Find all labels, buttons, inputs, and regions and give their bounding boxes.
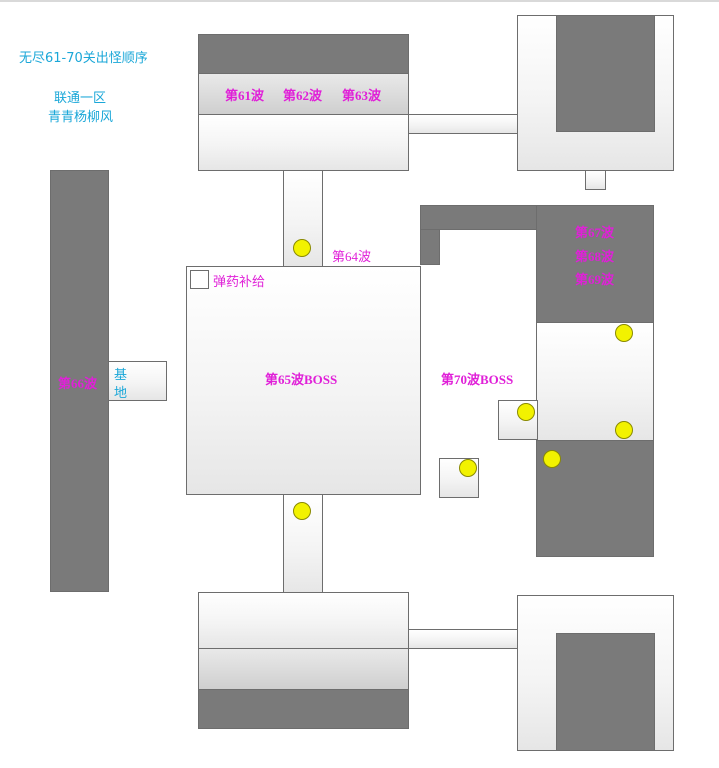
- bottom-building-band: [198, 648, 409, 690]
- spawn-marker-east-2: [615, 421, 633, 439]
- spawn-marker-center-small: [459, 459, 477, 477]
- wave-69-label: 第69波: [575, 272, 615, 287]
- wave-64-label: 第64波: [332, 249, 372, 264]
- east-upper-post: [420, 229, 440, 265]
- base-block: [108, 361, 167, 401]
- spawn-marker-north: [293, 239, 311, 257]
- east-upper-beam: [420, 205, 538, 230]
- wave-62-label: 第62波: [283, 88, 323, 103]
- wave-68-label: 第68波: [575, 249, 615, 264]
- wave-67-label: 第67波: [575, 225, 615, 240]
- server-name: 联通一区: [54, 91, 107, 106]
- bottom-building-base: [198, 592, 409, 649]
- wave-66-label: 第66波: [58, 376, 98, 391]
- author-name: 青青杨柳风: [48, 110, 114, 125]
- wave-63-label: 第63波: [342, 88, 382, 103]
- wave-65-boss-label: 第65波BOSS: [265, 372, 338, 387]
- base-label-line2: 地: [114, 386, 128, 401]
- bottom-building-roof: [198, 689, 409, 729]
- top-building-base: [198, 114, 409, 171]
- ammo-supply-label: 弹药补给: [213, 275, 266, 290]
- east-tower-middle: [536, 322, 654, 441]
- base-label-line1: 基: [114, 368, 128, 383]
- spawn-marker-south: [293, 502, 311, 520]
- top-building-roof: [198, 34, 409, 74]
- map-title: 无尽61-70关出怪顺序: [19, 51, 148, 66]
- wave-61-label: 第61波: [225, 88, 265, 103]
- east-tower-top: [536, 205, 654, 324]
- top-right-corridor: [408, 114, 519, 134]
- top-border: [0, 0, 719, 2]
- top-right-stub: [585, 170, 606, 190]
- top-right-building-core: [556, 15, 655, 132]
- wave-70-boss-label: 第70波BOSS: [441, 372, 514, 387]
- bottom-right-corridor: [408, 629, 519, 649]
- top-building-band: [198, 73, 409, 115]
- ammo-supply-icon: [190, 270, 209, 289]
- spawn-marker-east-3: [543, 450, 561, 468]
- bottom-right-building-core: [556, 633, 655, 751]
- spawn-marker-east-small: [517, 403, 535, 421]
- spawn-marker-east-1: [615, 324, 633, 342]
- central-hall: [186, 266, 421, 495]
